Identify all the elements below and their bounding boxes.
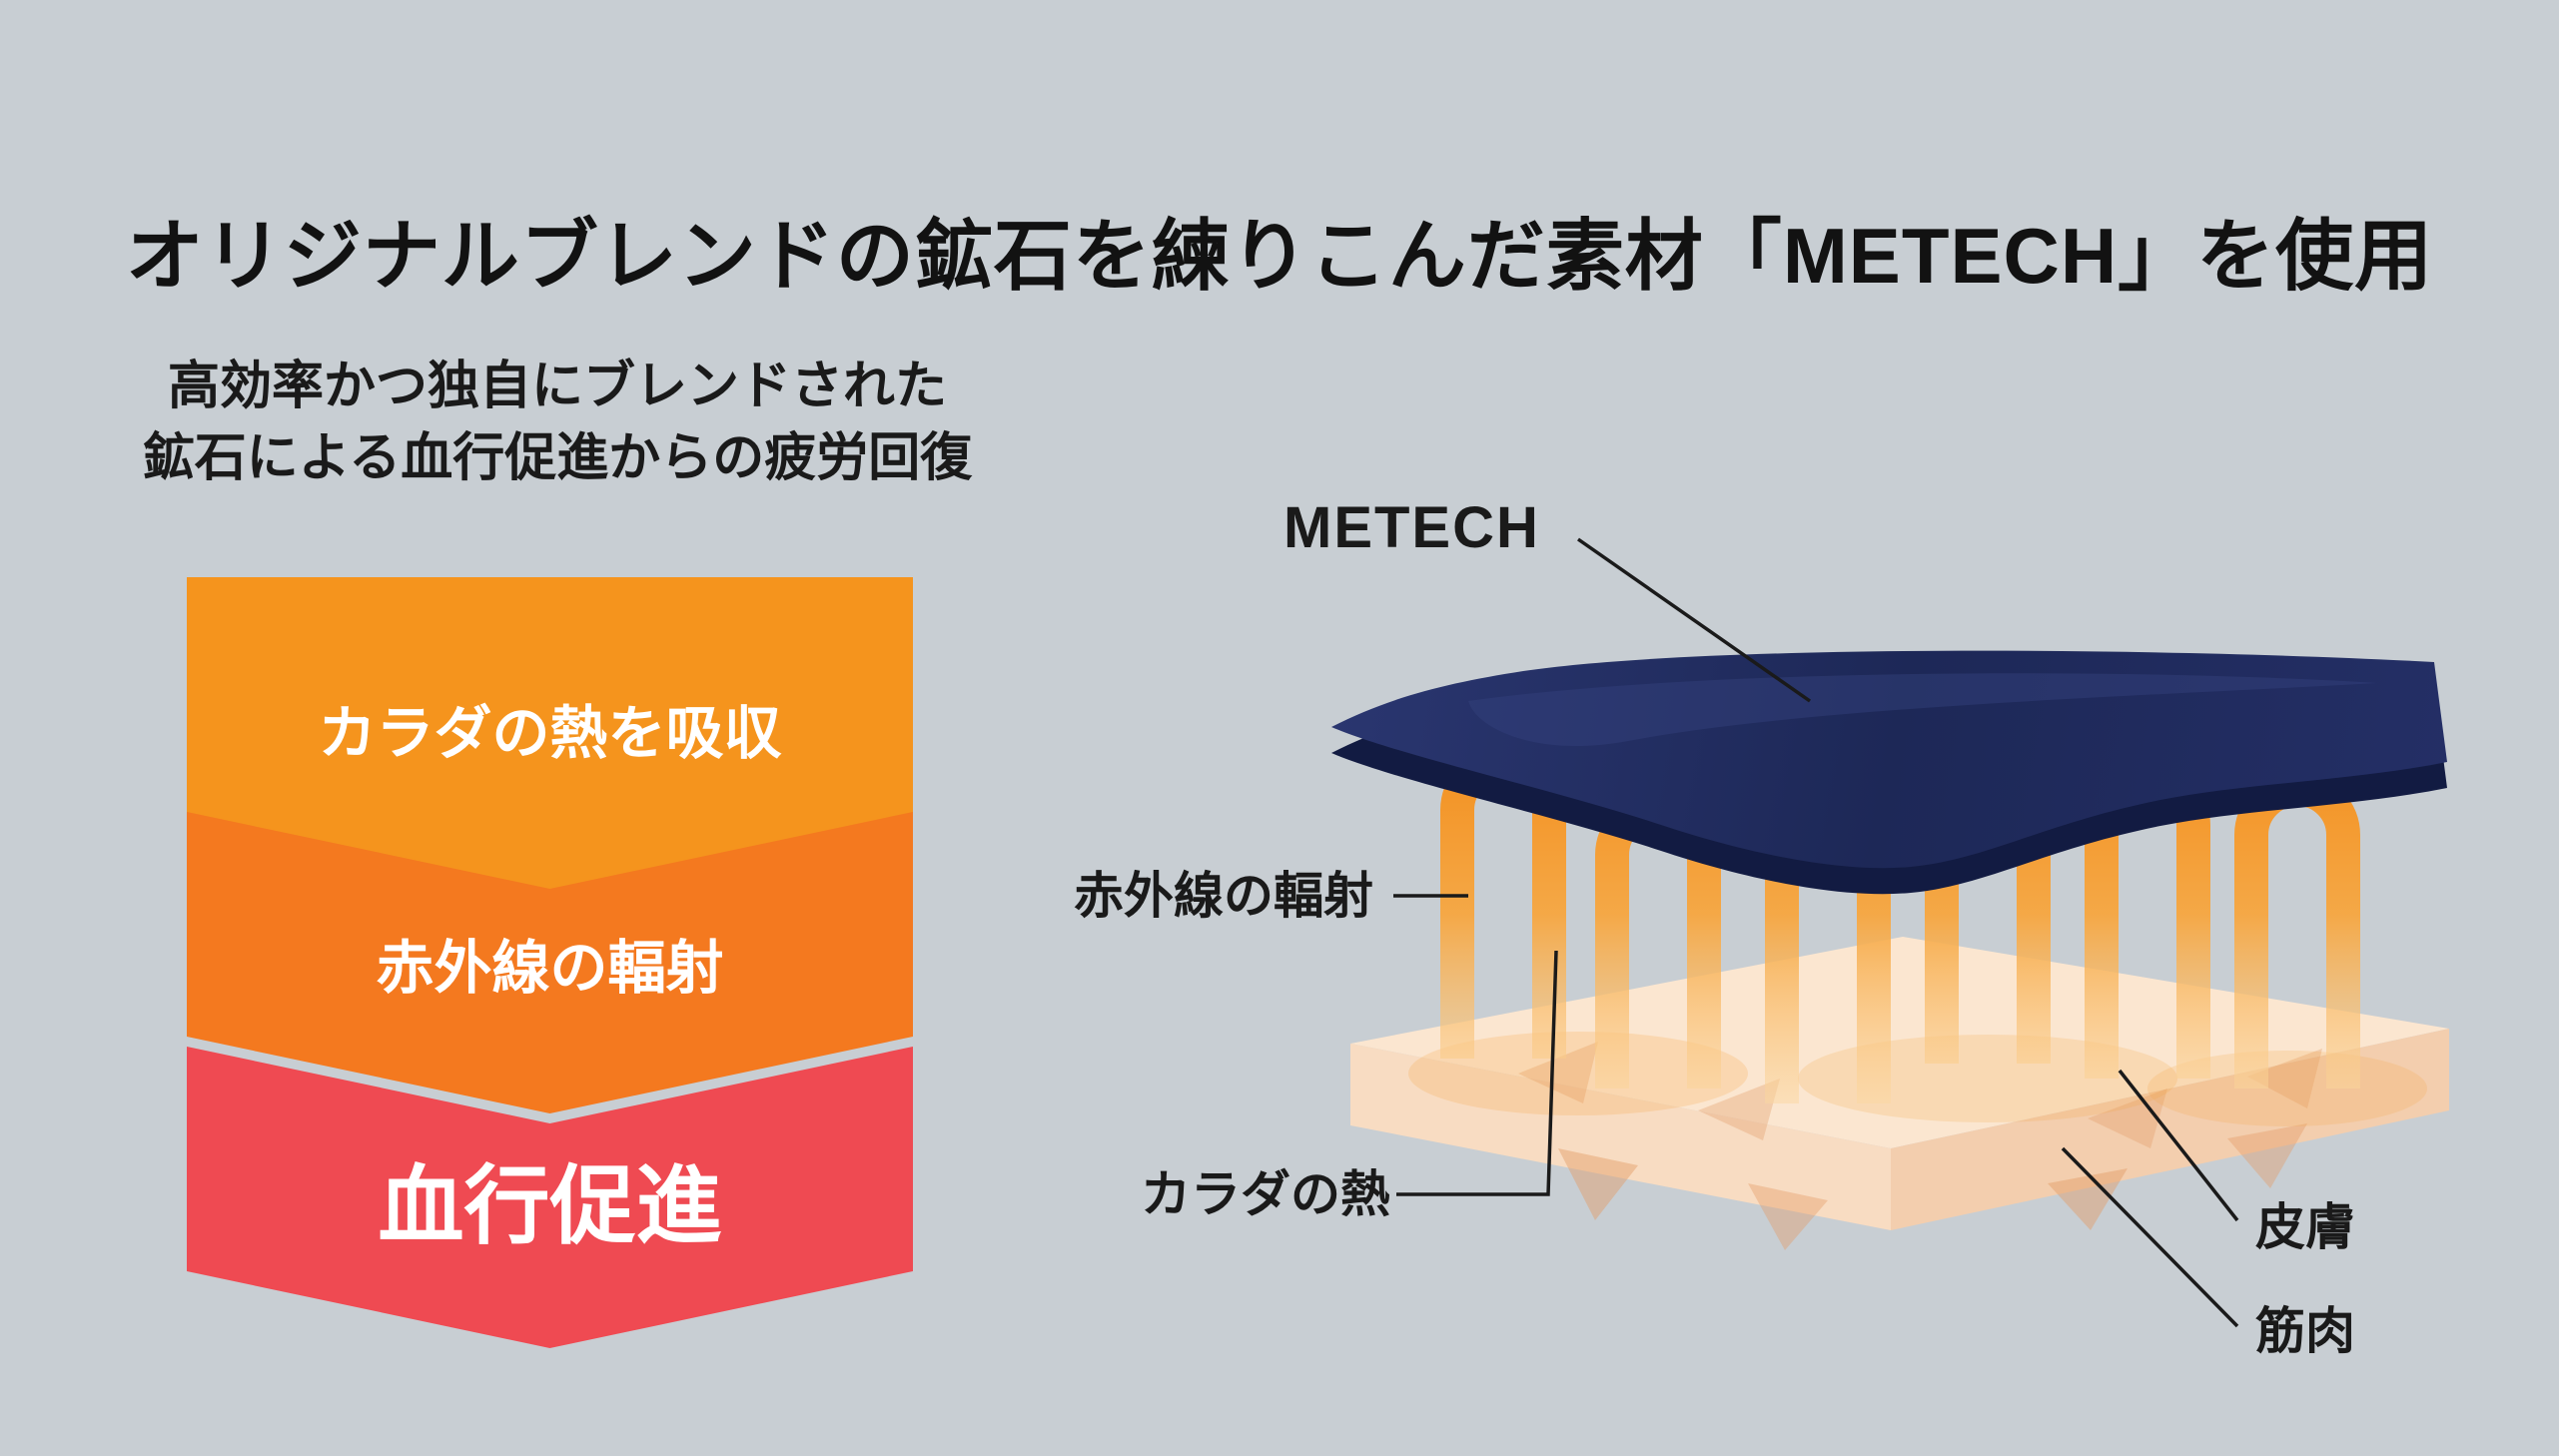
infrared-loop xyxy=(1765,802,1891,1103)
infrared-loop xyxy=(1925,757,2051,1064)
flow-step-label: 赤外線の輻射 xyxy=(376,936,724,1001)
skin-top-face xyxy=(1350,937,2449,1148)
label-body-heat: カラダの熱 xyxy=(1141,1166,1390,1222)
body-heat-leader-line xyxy=(1396,950,1558,1196)
metech-leader-line xyxy=(1576,537,1812,703)
metech-sheet xyxy=(1331,650,2447,895)
label-muscle: 筋肉 xyxy=(2255,1303,2355,1359)
infrared-loop xyxy=(2234,772,2360,1089)
leader-lines xyxy=(1393,537,2239,1328)
page-title: オリジナルブレンドの鉱石を練りこんだ素材「METECH」を使用 xyxy=(125,212,2434,301)
skin-front-right-face xyxy=(1891,1029,2449,1230)
label-metech: METECH xyxy=(1283,495,1540,560)
sheet-thickness-edge xyxy=(1331,676,2447,895)
muscle-leader-line xyxy=(2061,1146,2239,1328)
label-infrared-radiation: 赤外線の輻射 xyxy=(1074,868,1373,924)
skin-leader-line xyxy=(2118,1069,2239,1222)
infrared-loop xyxy=(2085,762,2210,1079)
sheet-highlight xyxy=(1468,673,2377,747)
skin-front-left-face xyxy=(1350,1044,1891,1230)
left-subtitle: 高効率かつ独自にブレンドされた 鉱石による血行促進からの疲労回復 xyxy=(98,352,1017,495)
subtitle-line-1: 高効率かつ独自にブレンドされた xyxy=(167,358,947,415)
infrared-loops xyxy=(1440,747,2360,1103)
loop-glow xyxy=(1408,1032,2427,1126)
infrared-loop xyxy=(1595,792,1721,1089)
infrared-loop xyxy=(1440,747,1566,1059)
heat-arrow-decorations xyxy=(1518,1042,2322,1250)
sheet-top-surface xyxy=(1331,650,2447,869)
flow-step-label: 血行促進 xyxy=(378,1157,722,1254)
flow-step-label: カラダの熱を吸収 xyxy=(318,701,782,766)
subtitle-line-2: 鉱石による血行促進からの疲労回復 xyxy=(142,428,973,487)
benefit-flow: カラダの熱を吸収 赤外線の輻射 血行促進 xyxy=(187,577,913,1366)
label-skin: 皮膚 xyxy=(2255,1199,2355,1255)
